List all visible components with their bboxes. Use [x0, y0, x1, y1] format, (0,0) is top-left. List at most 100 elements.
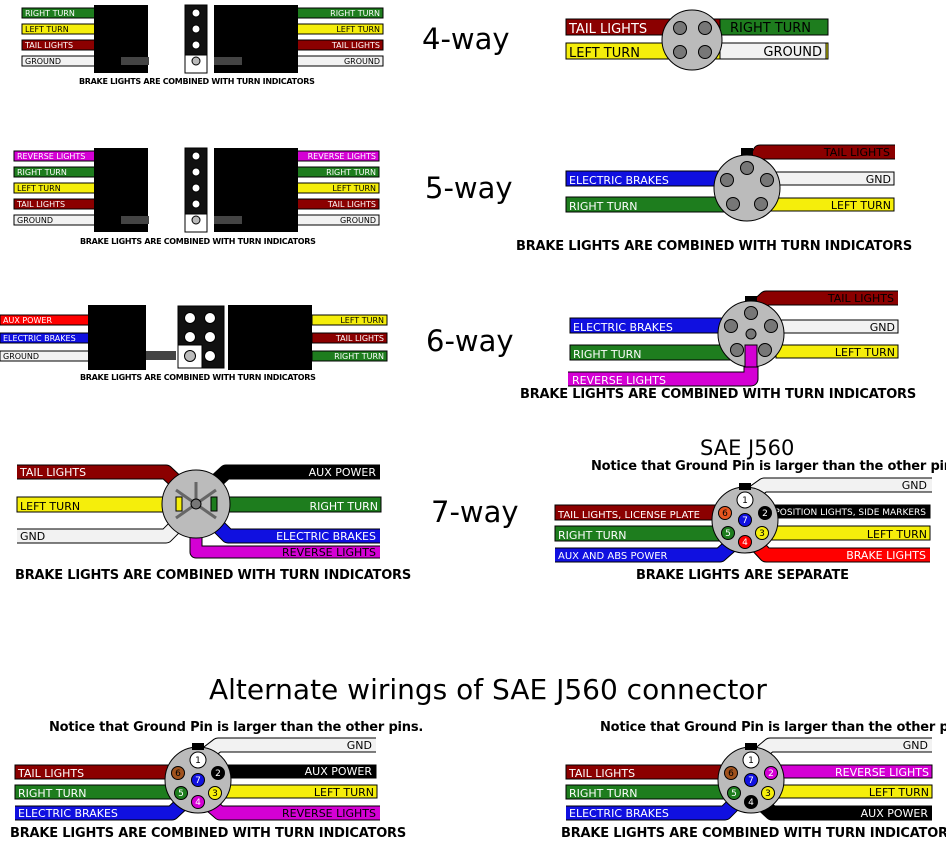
alt-left-pin-3	[208, 786, 222, 800]
pin-number: 2	[768, 769, 774, 779]
title-5way: 5-way	[425, 171, 513, 205]
sevenway-brakes-label: ELECTRIC BRAKES	[276, 530, 376, 543]
sixway-round-right-label: RIGHT TURN	[573, 348, 642, 361]
alt-right-pin-7	[744, 773, 758, 787]
fourway-round-right-wire	[719, 18, 829, 36]
fiveway-round-pin	[760, 173, 774, 187]
sixway-plug-right	[228, 305, 312, 370]
sae-tail-label: TAIL LIGHTS, LICENSE PLATE	[557, 510, 700, 521]
fiveway-round-right-label: RIGHT TURN	[569, 200, 638, 213]
alt-right-pin-4	[744, 795, 758, 809]
pin-number: 1	[195, 756, 201, 766]
sixway-left-2-label: GROUND	[3, 352, 39, 361]
fiveway-flat-pin	[191, 183, 201, 193]
fourway-round-right-label: RIGHT TURN	[730, 21, 811, 36]
pin-number: 7	[742, 516, 748, 526]
title-6way: 6-way	[426, 324, 514, 358]
sixway-left-1-label: ELECTRIC BRAKES	[3, 334, 76, 343]
fourway-left-1-label: LEFT TURN	[25, 25, 69, 34]
fiveway-right-1-label: RIGHT TURN	[326, 168, 376, 177]
fiveway-round-brakes-label: ELECTRIC BRAKES	[569, 174, 669, 187]
sixway-right-2-label: RIGHT TURN	[334, 352, 384, 361]
sae-pin-6	[718, 506, 732, 520]
sixway-round-pin	[724, 319, 738, 333]
fourway-round-pin	[673, 45, 687, 59]
fourway-round-tail-label: TAIL LIGHTS	[568, 22, 647, 37]
fiveway-left-0-label: REVERSE LIGHTS	[17, 152, 85, 161]
notice-alt-right: Notice that Ground Pin is larger than th…	[600, 720, 946, 735]
alt-left-reverse-label: REVERSE LIGHTS	[282, 807, 376, 820]
fiveway-left-4-label: GROUND	[17, 216, 53, 225]
sevenway-left-blade	[175, 496, 183, 512]
sevenway-tail-label: TAIL LIGHTS	[19, 466, 86, 479]
fiveway-round-left-label: LEFT TURN	[831, 199, 891, 212]
fiveway-right-4-label: GROUND	[340, 216, 376, 225]
fourway-plug-tab	[214, 57, 242, 65]
sae-pin-7	[738, 513, 752, 527]
sixway-round-reverse-label: REVERSE LIGHTS	[572, 374, 666, 387]
sae-pin-1	[736, 491, 754, 509]
fourway-round-pin	[698, 45, 712, 59]
alt-right-left-label: LEFT TURN	[869, 786, 929, 799]
fiveway-flat-pin	[191, 215, 201, 225]
pin-number: 1	[742, 496, 748, 506]
pin-number: 7	[195, 776, 201, 786]
fourway-left-3-label: GROUND	[25, 57, 61, 66]
sae-pin-3	[755, 526, 769, 540]
sixway-flat-pin	[204, 312, 216, 324]
sixway-flat-pin	[184, 331, 196, 343]
sixway-round-pin	[730, 343, 744, 357]
sae-brake-label: BRAKE LIGHTS	[846, 549, 926, 562]
alt-left-pin-6	[171, 766, 185, 780]
pin-number: 5	[731, 789, 737, 799]
alt-left-aux-label: AUX POWER	[305, 765, 373, 778]
alt-left-pin-7	[191, 773, 205, 787]
fiveway-round-tail-label: TAIL LIGHTS	[823, 146, 890, 159]
alt-right-pin-3	[761, 786, 775, 800]
fiveway-left-1-label: RIGHT TURN	[17, 168, 67, 177]
fourway-right-2-label: TAIL LIGHTS	[331, 41, 380, 50]
sixway-right-1-label: TAIL LIGHTS	[335, 334, 384, 343]
sae-right-label: RIGHT TURN	[558, 529, 627, 542]
sixway-round-pin	[744, 306, 758, 320]
fourway-left-2-label: TAIL LIGHTS	[24, 41, 73, 50]
alt-left-key	[192, 743, 204, 750]
alt-left-pin-4	[191, 795, 205, 809]
fourway-round-ground-label: GROUND	[763, 45, 822, 60]
note-alt-right: BRAKE LIGHTS ARE COMBINED WITH TURN INDI…	[561, 826, 946, 841]
fiveway-round-pin	[720, 173, 734, 187]
alt-left-pin-1	[189, 751, 207, 769]
sae-pin-2	[758, 506, 772, 520]
sixway-flat-pin	[184, 312, 196, 324]
sevenway-gnd-label: GND	[20, 530, 45, 543]
note-6way-round: BRAKE LIGHTS ARE COMBINED WITH TURN INDI…	[520, 387, 917, 402]
fiveway-right-0-label: REVERSE LIGHTS	[308, 152, 376, 161]
pin-number: 4	[742, 538, 748, 548]
sae-pin-4	[738, 535, 752, 549]
pin-number: 3	[212, 789, 218, 799]
pin-number: 2	[215, 769, 221, 779]
fiveway-round-gnd-label: GND	[866, 173, 891, 186]
pin-number: 4	[195, 798, 201, 808]
fiveway-right-3-label: TAIL LIGHTS	[327, 200, 376, 209]
pin-number: 4	[748, 798, 754, 808]
fiveway-plug-tab	[121, 216, 149, 224]
alt-left-pin-5	[174, 786, 188, 800]
alt-left-gnd-label: GND	[347, 739, 372, 752]
sevenway-center-pin	[190, 498, 202, 510]
fourway-right-3-label: GROUND	[344, 57, 380, 66]
pin-number: 6	[175, 769, 181, 779]
pin-number: 1	[748, 756, 754, 766]
sae-aux-abs-label: AUX AND ABS POWER	[558, 551, 668, 562]
pin-number: 3	[765, 789, 771, 799]
sixway-round-tail-label: TAIL LIGHTS	[827, 292, 894, 305]
fiveway-left-2-label: LEFT TURN	[17, 184, 61, 193]
sae-key	[739, 483, 751, 490]
sixway-plug-tab	[146, 351, 176, 360]
note-4way-flat: BRAKE LIGHTS ARE COMBINED WITH TURN INDI…	[79, 77, 315, 86]
alt-left-left-label: LEFT TURN	[314, 786, 374, 799]
alt-left-right-label: RIGHT TURN	[18, 787, 87, 800]
sixway-round-left-label: LEFT TURN	[835, 346, 895, 359]
fourway-round-pin	[698, 21, 712, 35]
title-4way: 4-way	[422, 22, 510, 56]
